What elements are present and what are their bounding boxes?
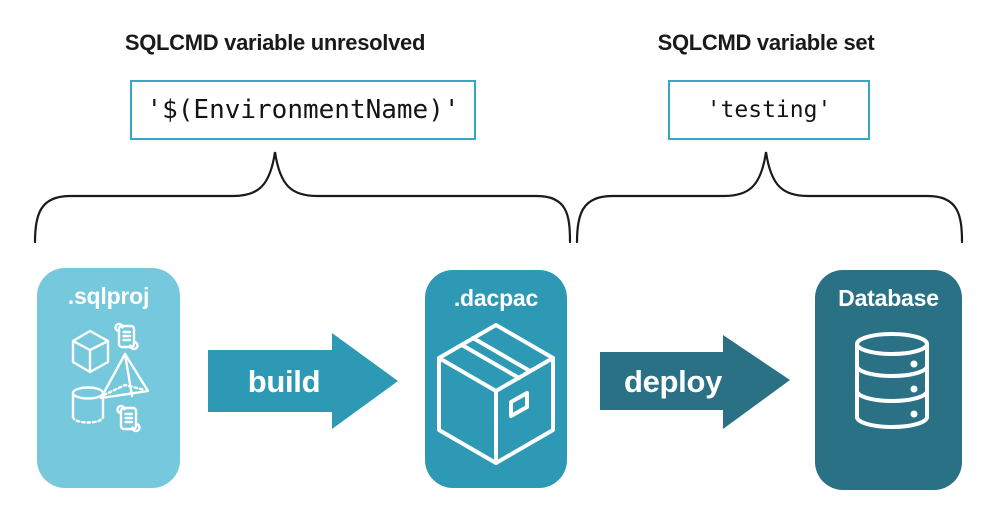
build-arrow-label: build	[247, 364, 321, 399]
brace-group	[33, 151, 964, 244]
pyramid-icon	[99, 352, 150, 400]
sql-script-icon	[116, 404, 141, 433]
deploy-arrow: deploy	[600, 332, 792, 432]
dacpac-label: .dacpac	[453, 285, 539, 311]
heading-variable-unresolved: SQLCMD variable unresolved	[124, 30, 426, 55]
brace-left	[33, 151, 572, 244]
code-box-testing: 'testing'	[668, 80, 870, 140]
package-icon	[437, 323, 555, 465]
cylinder-icon	[71, 386, 105, 424]
sql-script-icon	[114, 322, 139, 351]
dacpac-card: .dacpac	[425, 270, 567, 488]
sqlproj-label: .sqlproj	[67, 283, 150, 309]
deploy-arrow-label: deploy	[623, 364, 723, 399]
database-icon	[855, 332, 929, 429]
build-arrow: build	[208, 330, 400, 434]
code-box-environment-name: '$(EnvironmentName)'	[130, 80, 476, 140]
sql-project-objects-icon	[71, 322, 150, 433]
heading-variable-set: SQLCMD variable set	[657, 30, 875, 55]
brace-right	[575, 151, 964, 244]
sqlproj-card: .sqlproj	[37, 268, 180, 488]
database-label: Database	[838, 285, 939, 311]
deploy-arrow-shape	[600, 335, 790, 429]
cube-icon	[71, 329, 110, 374]
database-card: Database	[815, 270, 962, 490]
build-arrow-shape	[208, 333, 398, 429]
